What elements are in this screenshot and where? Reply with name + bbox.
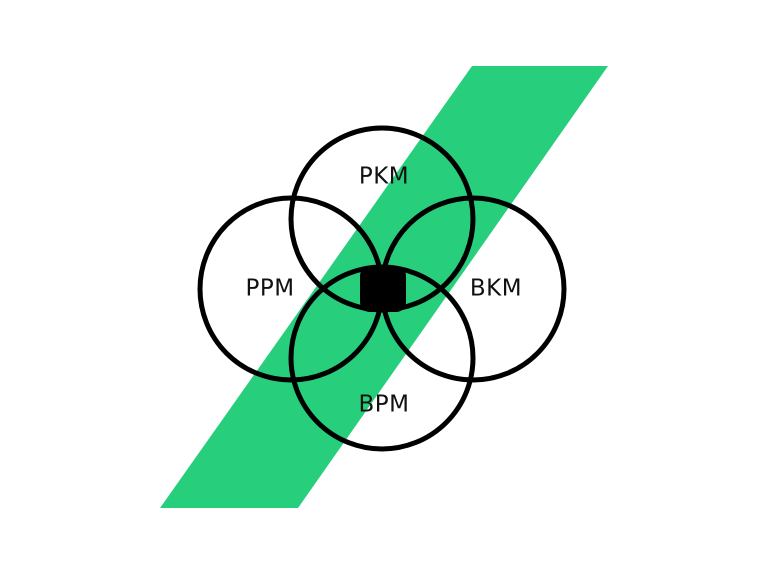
label-top: PKM	[359, 164, 409, 190]
label-bottom: BPM	[359, 392, 410, 418]
label-left: PPM	[245, 276, 294, 302]
label-right: BKM	[470, 276, 522, 302]
center-intersection	[360, 266, 406, 312]
